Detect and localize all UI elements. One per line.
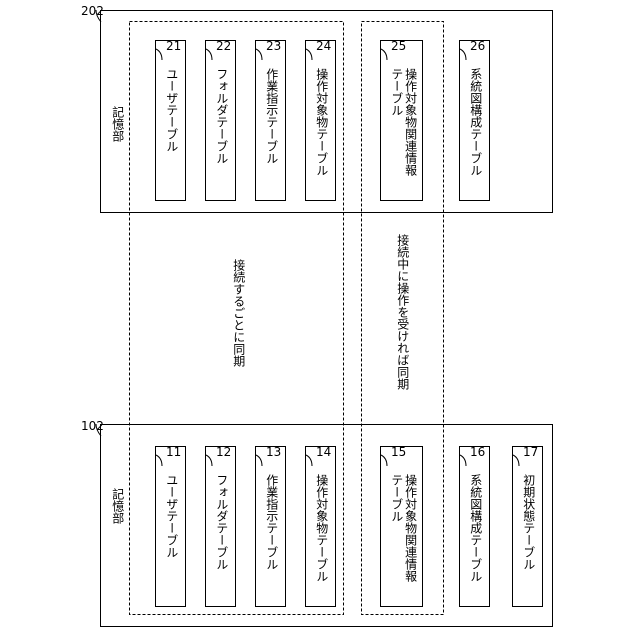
- leader-26: [460, 49, 466, 60]
- table-number-14: 14: [316, 446, 331, 458]
- table-label-25: 操作対象物関連情報 テーブル: [389, 68, 417, 176]
- table-label-23: 作業指示テーブル: [264, 68, 278, 164]
- leader-22: [206, 49, 212, 60]
- leader-17: [513, 455, 519, 466]
- table-label-16: 系統図構成テーブル: [468, 474, 482, 582]
- table-label-24: 操作対象物テーブル: [314, 68, 328, 176]
- leader-13: [256, 455, 262, 466]
- storage-ref-102: 102: [81, 420, 104, 432]
- table-number-25: 25: [391, 40, 406, 52]
- table-number-22: 22: [216, 40, 231, 52]
- table-label-22: フォルダテーブル: [214, 68, 228, 164]
- table-number-15: 15: [391, 446, 406, 458]
- leader-23: [256, 49, 262, 60]
- storage-label-102: 記憶部: [110, 488, 124, 524]
- table-label-11: ユーザテーブル: [164, 474, 178, 558]
- table-label-12: フォルダテーブル: [214, 474, 228, 570]
- storage-label-202: 記憶部: [110, 106, 124, 142]
- table-label-14: 操作対象物テーブル: [314, 474, 328, 582]
- table-label-13: 作業指示テーブル: [264, 474, 278, 570]
- table-label-26: 系統図構成テーブル: [468, 68, 482, 176]
- table-number-13: 13: [266, 446, 281, 458]
- table-number-12: 12: [216, 446, 231, 458]
- table-number-23: 23: [266, 40, 281, 52]
- sync-label-every-connection: 接続するごとに同期: [231, 259, 245, 367]
- leader-12: [206, 455, 212, 466]
- leader-11: [156, 455, 162, 466]
- leader-14: [306, 455, 312, 466]
- leader-16: [460, 455, 466, 466]
- table-number-11: 11: [166, 446, 181, 458]
- table-number-21: 21: [166, 40, 181, 52]
- table-number-16: 16: [470, 446, 485, 458]
- table-number-26: 26: [470, 40, 485, 52]
- leader-15: [381, 455, 387, 466]
- leader-21: [156, 49, 162, 60]
- leader-25: [381, 49, 387, 60]
- table-label-21: ユーザテーブル: [164, 68, 178, 152]
- table-label-15: 操作対象物関連情報 テーブル: [389, 474, 417, 582]
- table-number-17: 17: [523, 446, 538, 458]
- table-label-17: 初期状態テーブル: [521, 474, 535, 570]
- leader-24: [306, 49, 312, 60]
- storage-ref-202: 202: [81, 5, 104, 17]
- sync-label-on-operation: 接続中に操作を受ければ同期: [395, 234, 409, 390]
- table-number-24: 24: [316, 40, 331, 52]
